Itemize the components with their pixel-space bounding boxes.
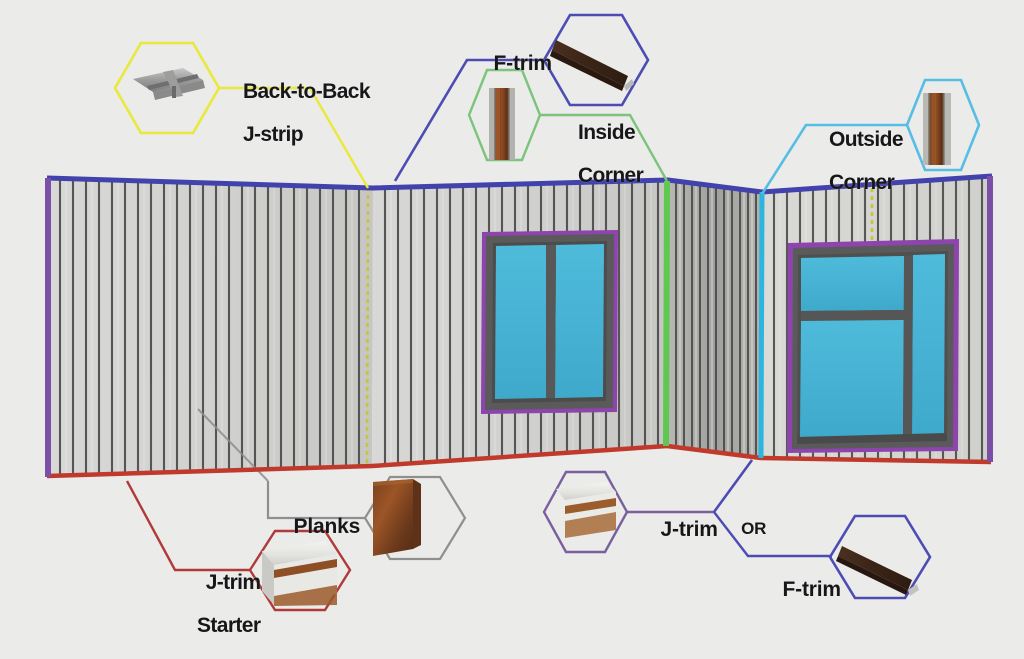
- swatch-outside-corner: [923, 93, 951, 165]
- swatch-f-trim-top: [550, 40, 634, 91]
- callout-j-trim-starter[interactable]: [125, 480, 352, 612]
- label-f-trim-bottom-text: F-trim: [782, 578, 841, 602]
- callout-back-to-back-j-strip[interactable]: [113, 41, 370, 189]
- leader-outside-corner: [760, 123, 907, 195]
- swatch-planks: [373, 479, 421, 556]
- label-or: OR: [723, 503, 766, 555]
- leader-or-branch: [713, 459, 753, 513]
- label-f-trim-bottom: F-trim: [760, 558, 841, 622]
- label-planks-text: Planks: [293, 515, 361, 539]
- label-inside-corner-line2: Corner: [577, 164, 644, 188]
- callout-f-trim-top[interactable]: [393, 13, 650, 182]
- label-or-text: OR: [741, 519, 767, 539]
- label-planks: Planks: [271, 495, 361, 559]
- label-outside-corner-line1: Outside: [828, 128, 904, 152]
- swatch-j-trim-starter: [262, 541, 337, 606]
- label-back-to-back-j-strip-line2: J-strip: [242, 123, 304, 147]
- label-outside-corner: Outside Corner: [808, 108, 904, 215]
- swatch-f-trim-bottom: [836, 546, 919, 596]
- callout-f-trim-bottom[interactable]: [713, 459, 932, 600]
- leader-f-trim-bottom: [713, 511, 832, 558]
- leader-planks: [266, 481, 365, 520]
- building-group: [45, 173, 993, 482]
- label-j-trim-text: J-trim: [660, 518, 718, 542]
- hexagon-j-trim: [542, 470, 629, 554]
- label-f-trim-top: F-trim: [471, 32, 552, 96]
- callout-planks[interactable]: [266, 475, 467, 561]
- label-f-trim-top-text: F-trim: [493, 52, 552, 76]
- swatch-back-to-back-j-strip: [133, 68, 205, 100]
- hexagon-inside-corner: [467, 68, 542, 162]
- hexagon-back-to-back-j-strip: [113, 41, 221, 135]
- label-j-trim: J-trim: [638, 498, 718, 562]
- returning-wall-panel: [667, 180, 762, 458]
- leader-inside-corner: [540, 113, 669, 182]
- swatch-j-trim: [556, 482, 616, 538]
- hexagon-f-trim-bottom: [828, 514, 932, 600]
- window-right-slider: [787, 239, 959, 453]
- label-inside-corner: Inside Corner: [557, 101, 644, 208]
- outside-corner-line: [758, 191, 765, 459]
- swatch-inside-corner: [489, 88, 515, 160]
- left-wall-panel: [47, 178, 373, 476]
- inside-corner-line: [663, 180, 670, 447]
- callout-inside-corner[interactable]: [467, 68, 669, 182]
- label-j-trim-starter-line2: Starter: [196, 614, 261, 638]
- callout-outside-corner[interactable]: [760, 78, 981, 195]
- label-back-to-back-j-strip: Back-to-Back J-strip: [222, 60, 371, 167]
- top-f-trim-line: [46, 173, 993, 195]
- label-inside-corner-line1: Inside: [577, 121, 636, 145]
- label-back-to-back-j-strip-line1: Back-to-Back: [242, 80, 371, 104]
- leader-j-trim-starter: [125, 480, 250, 572]
- window-left: [481, 230, 618, 414]
- label-outside-corner-line2: Corner: [828, 171, 895, 195]
- leader-f-trim-top: [393, 58, 544, 182]
- label-j-trim-starter-line1: J-trim: [205, 571, 261, 595]
- back-to-back-seam-left: [365, 186, 370, 467]
- leader-back-to-back-j-strip: [219, 86, 370, 189]
- label-j-trim-starter: J-trim Starter: [176, 551, 261, 658]
